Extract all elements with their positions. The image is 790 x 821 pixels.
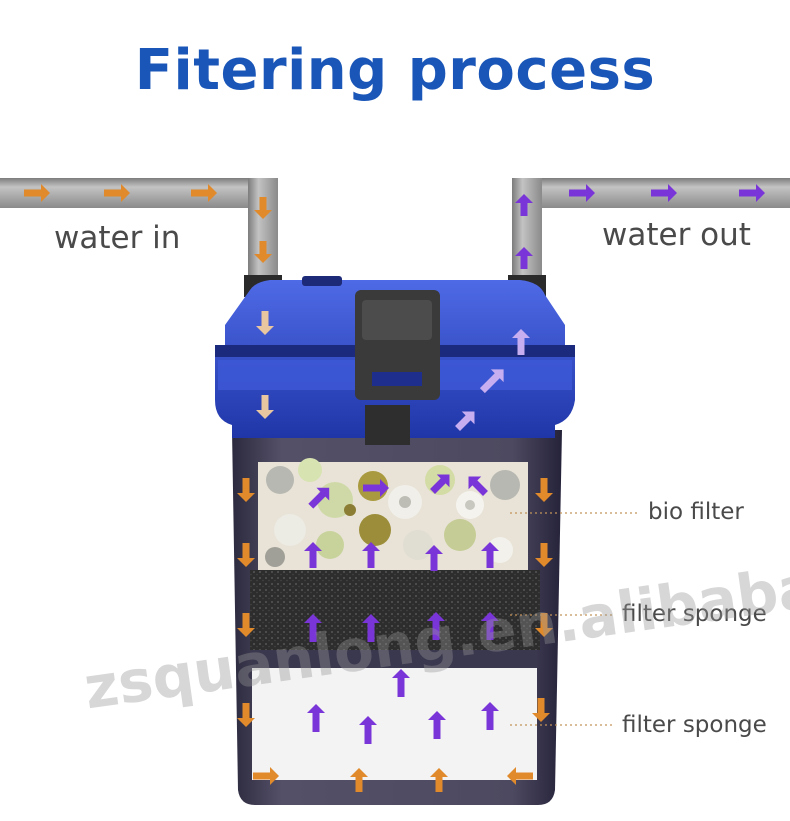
arrow-orange-icon: [350, 768, 368, 792]
arrow-purple-icon: [428, 711, 446, 739]
arrow-purple-icon: [481, 702, 499, 730]
arrow-purple-icon: [392, 669, 410, 697]
arrow-orange-icon: [104, 184, 130, 202]
bio-filter-label: bio filter: [648, 499, 744, 525]
arrow-purple-icon: [481, 542, 499, 568]
arrow-purple-icon: [425, 545, 443, 571]
arrow-orange-icon: [237, 543, 255, 567]
arrow-orange-icon: [430, 768, 448, 792]
filter-sponge-label-top: filter sponge: [622, 601, 767, 627]
arrow-purple-icon: [468, 476, 488, 496]
arrow-purple-icon: [479, 369, 504, 394]
arrow-purple-icon: [455, 411, 475, 431]
filter-sponge-label-bottom: filter sponge: [622, 712, 767, 738]
arrow-purple-icon: [515, 247, 533, 269]
arrow-orange-icon: [237, 478, 255, 502]
arrow-orange-icon: [535, 543, 553, 567]
arrow-orange-icon: [507, 767, 533, 785]
bio-media-rings: [265, 458, 520, 567]
outflow-arrows: [304, 184, 765, 744]
arrow-orange-icon: [256, 311, 274, 335]
arrow-purple-icon: [430, 474, 450, 494]
water-out-label: water out: [602, 217, 751, 253]
arrow-purple-icon: [359, 716, 377, 744]
arrow-orange-icon: [24, 184, 50, 202]
canister-lid: [215, 276, 575, 445]
water-in-label: water in: [54, 220, 181, 256]
arrow-orange-icon: [253, 767, 279, 785]
arrow-purple-icon: [569, 184, 595, 202]
arrow-purple-icon: [427, 612, 445, 640]
arrow-purple-icon: [362, 542, 380, 568]
arrow-purple-icon: [363, 479, 389, 497]
arrow-orange-icon: [535, 613, 553, 637]
arrow-purple-icon: [481, 612, 499, 640]
arrow-purple-icon: [362, 614, 380, 642]
page-title: Fitering process: [134, 38, 656, 103]
arrow-orange-icon: [535, 478, 553, 502]
arrow-orange-icon: [532, 698, 550, 722]
arrow-purple-icon: [512, 329, 530, 355]
arrow-purple-icon: [651, 184, 677, 202]
bio-filter-media: [258, 462, 528, 570]
arrow-purple-icon: [308, 487, 330, 509]
leader-lines: [510, 512, 640, 726]
arrow-purple-icon: [304, 542, 322, 568]
arrow-orange-icon: [191, 184, 217, 202]
inflow-arrows: [24, 184, 553, 792]
arrow-orange-icon: [256, 395, 274, 419]
arrow-orange-icon: [254, 241, 272, 263]
arrow-orange-icon: [254, 197, 272, 219]
arrow-purple-icon: [304, 614, 322, 642]
arrow-orange-icon: [237, 613, 255, 637]
arrow-purple-icon: [515, 194, 533, 216]
arrow-purple-icon: [739, 184, 765, 202]
arrow-orange-icon: [237, 703, 255, 727]
arrow-purple-icon: [307, 704, 325, 732]
